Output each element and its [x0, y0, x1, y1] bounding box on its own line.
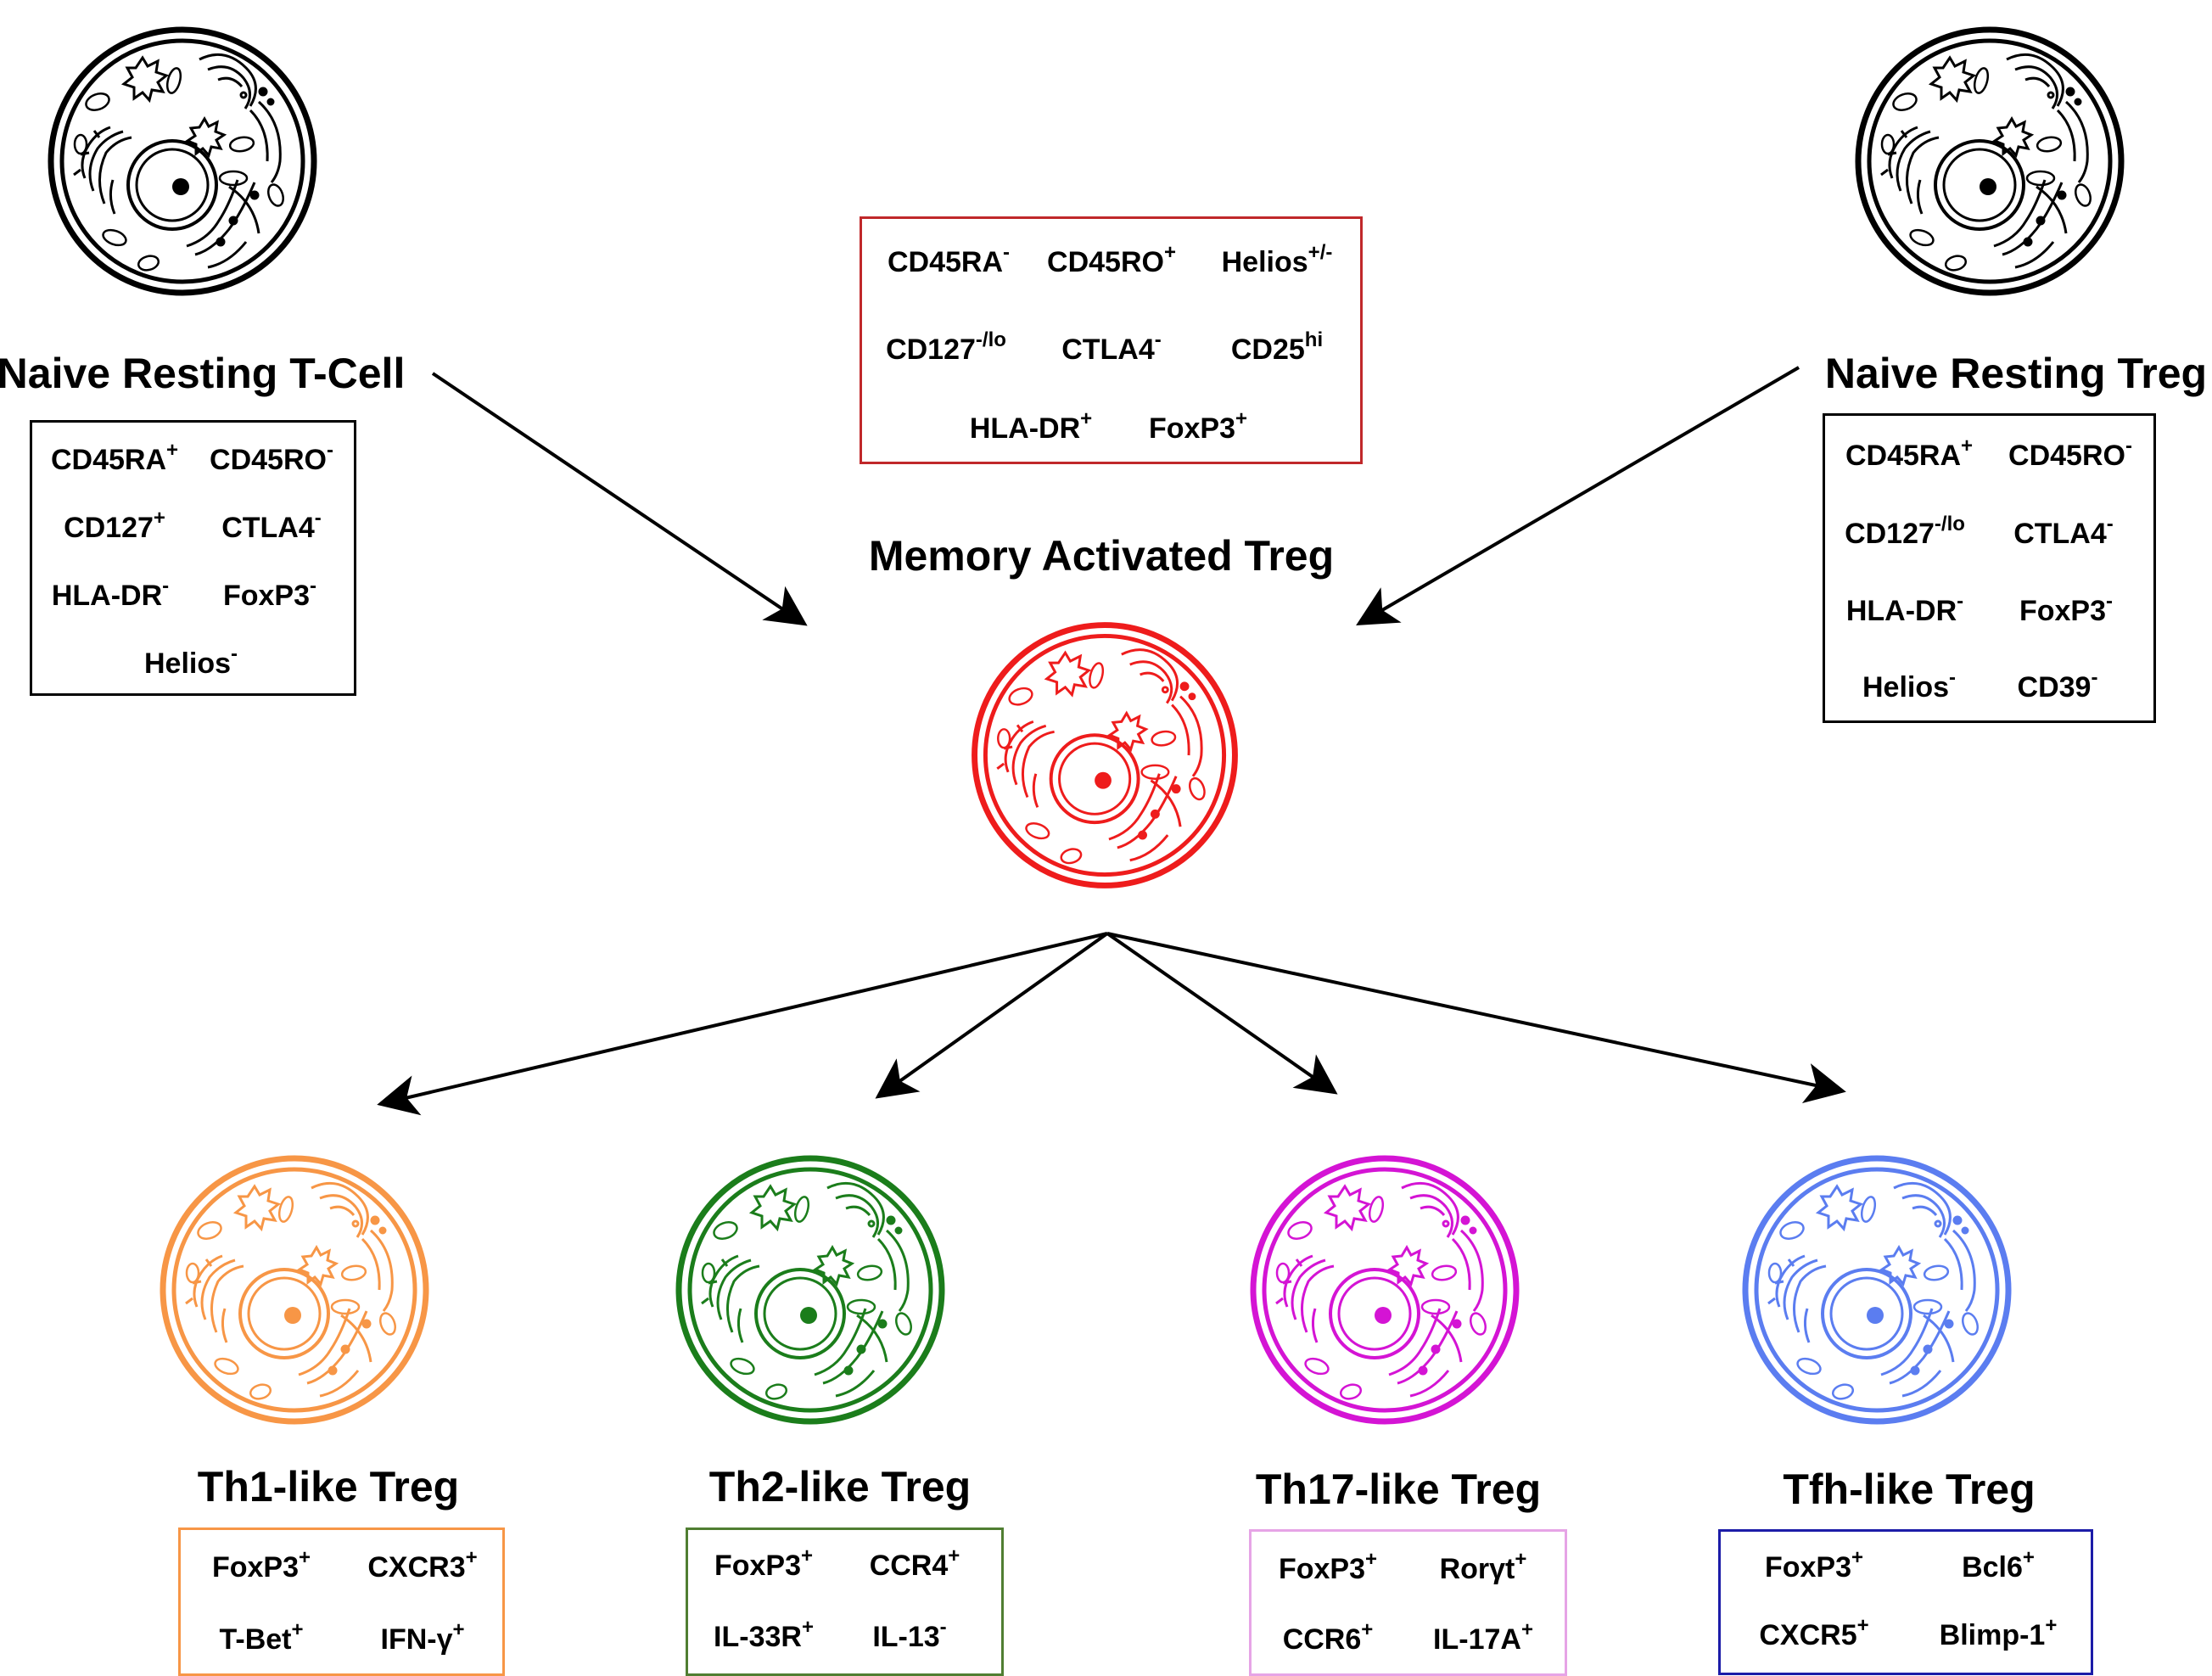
arrow-memory-to-th2 — [875, 932, 1109, 1099]
marker: FoxP3+ — [1764, 1546, 1864, 1584]
marker: CD127+ — [64, 507, 165, 544]
marker: CD45RA+ — [1845, 434, 1974, 472]
marker: CD45RO- — [2008, 434, 2132, 472]
naive-tcell-cell-icon — [51, 30, 314, 293]
marker: CTLA4- — [2013, 513, 2114, 550]
arrow-memory-to-th1 — [377, 932, 1108, 1116]
marker: IL-33R+ — [714, 1616, 814, 1653]
arrow-memory-to-th17 — [1106, 932, 1338, 1095]
marker: Blimp-1+ — [1939, 1614, 2058, 1651]
tfh-marker-box — [1718, 1529, 2093, 1675]
marker: T-Bet+ — [219, 1618, 304, 1656]
marker: CD45RA+ — [50, 439, 179, 476]
marker: HLA-DR- — [1845, 590, 1964, 627]
marker: Helios+/- — [1221, 241, 1333, 278]
marker: CD45RO+ — [1047, 241, 1176, 278]
marker: CCR6+ — [1282, 1618, 1374, 1656]
marker: CD127-/lo — [1845, 513, 1965, 550]
th2-title: Th2-like Treg — [708, 1463, 972, 1511]
marker: CD39- — [2017, 666, 2098, 703]
th17-title: Th17-like Treg — [1255, 1466, 1542, 1513]
marker: CTLA4- — [1061, 328, 1162, 366]
marker: IL-13- — [872, 1616, 947, 1653]
naive-tcell-title: Naive Resting T-Cell — [0, 350, 406, 397]
marker: Rorγt+ — [1439, 1548, 1527, 1585]
marker: FoxP3+ — [1278, 1548, 1378, 1585]
th1-title: Th1-like Treg — [197, 1463, 460, 1511]
marker: IFN-γ+ — [380, 1618, 465, 1656]
marker: CD25hi — [1230, 328, 1324, 366]
marker: CD127-/lo — [886, 328, 1006, 366]
marker: HLA-DR+ — [969, 407, 1093, 445]
marker: FoxP3+ — [1148, 407, 1248, 445]
marker: FoxP3+ — [211, 1546, 311, 1584]
th2-marker-box — [686, 1527, 1004, 1676]
memory-treg-marker-box — [860, 216, 1363, 464]
marker: CXCR3+ — [367, 1546, 478, 1584]
naive-treg-title: Naive Resting Treg — [1824, 350, 2208, 397]
arrow-naive-treg-to-memory — [1356, 366, 1800, 626]
marker: HLA-DR- — [51, 575, 170, 612]
arrow-naive-tcell-to-memory — [431, 372, 808, 626]
marker: Bcl6+ — [1962, 1546, 2035, 1584]
marker: CCR4+ — [869, 1544, 960, 1582]
marker: FoxP3- — [222, 575, 317, 612]
marker: CTLA4- — [221, 507, 322, 544]
th17-marker-box — [1249, 1529, 1567, 1676]
marker: FoxP3- — [2019, 590, 2114, 627]
marker: CD45RO- — [210, 439, 333, 476]
memory-treg-title: Memory Activated Treg — [868, 532, 1335, 580]
naive-treg-marker-box — [1823, 413, 2156, 723]
marker: FoxP3+ — [714, 1544, 814, 1582]
th2-cell-icon — [679, 1158, 942, 1421]
memory-treg-cell-icon — [975, 625, 1235, 886]
tfh-title: Tfh-like Treg — [1783, 1466, 2036, 1513]
th17-cell-icon — [1253, 1158, 1516, 1421]
marker: Helios- — [1862, 666, 1957, 703]
tfh-cell-icon — [1745, 1158, 2008, 1421]
marker: IL-17A+ — [1433, 1618, 1533, 1656]
th1-cell-icon — [163, 1158, 426, 1421]
marker: Helios- — [143, 642, 238, 680]
naive-tcell-marker-box — [30, 420, 356, 696]
marker: CXCR5+ — [1759, 1614, 1869, 1651]
th1-marker-box — [178, 1527, 505, 1676]
naive-treg-cell-icon — [1858, 30, 2121, 293]
arrow-memory-to-tfh — [1106, 932, 1846, 1104]
marker: CD45RA- — [887, 241, 1011, 278]
